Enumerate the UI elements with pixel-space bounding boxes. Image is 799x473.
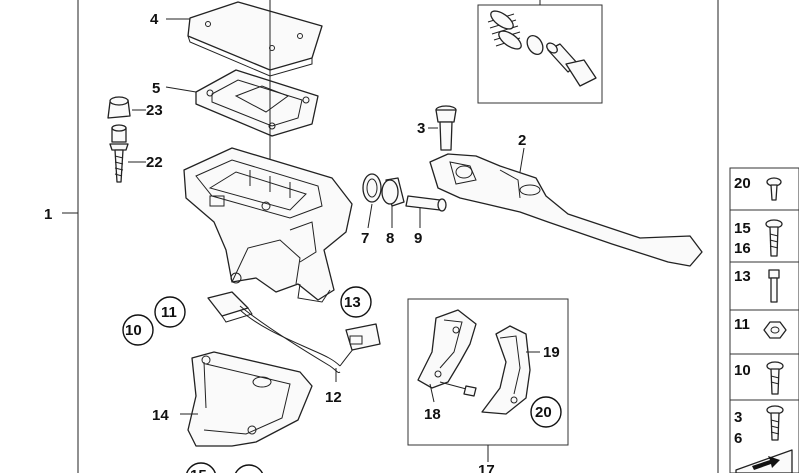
callout-circle-15 bbox=[186, 462, 216, 473]
guard-part bbox=[417, 309, 477, 389]
label-20: 20 bbox=[535, 404, 552, 421]
gasket-part bbox=[165, 69, 319, 137]
spring-icon bbox=[487, 10, 522, 50]
bushing-part bbox=[381, 177, 405, 228]
bleed-screw-part bbox=[109, 124, 146, 183]
screw-icon bbox=[766, 177, 782, 201]
guard-kit-inset bbox=[407, 298, 569, 462]
bolt-icon bbox=[768, 269, 780, 303]
label-18: 18 bbox=[424, 406, 441, 423]
brake-light-switch-part bbox=[207, 291, 381, 382]
label-1: 1 bbox=[44, 206, 52, 223]
lower-cover-part bbox=[180, 351, 313, 447]
brake-lever-part bbox=[429, 147, 703, 267]
screw-36-icon bbox=[766, 405, 784, 441]
callout-circle-extra bbox=[234, 464, 264, 473]
long-screw-icon bbox=[765, 219, 783, 257]
callout-circle-20 bbox=[530, 396, 562, 428]
label-12: 12 bbox=[325, 389, 342, 406]
nut-icon bbox=[763, 321, 787, 339]
screw-10-icon bbox=[766, 361, 784, 395]
legend-label-13: 13 bbox=[734, 268, 751, 285]
legend-label-3: 3 bbox=[734, 409, 742, 426]
legend-label-16: 16 bbox=[734, 240, 751, 257]
cap-part bbox=[107, 96, 146, 119]
pivot-bolt-part bbox=[428, 105, 457, 151]
label-8: 8 bbox=[386, 230, 394, 247]
label-13: 13 bbox=[344, 294, 361, 311]
label-17: 17 bbox=[478, 462, 495, 473]
label-11: 11 bbox=[161, 304, 177, 321]
label-2: 2 bbox=[518, 132, 526, 149]
label-15: 15 bbox=[190, 467, 207, 473]
protector-part bbox=[481, 325, 531, 415]
spring-kit-inset bbox=[477, 0, 603, 104]
callout-circle-13 bbox=[340, 286, 372, 318]
label-7: 7 bbox=[361, 230, 369, 247]
fastener-legend bbox=[729, 167, 799, 473]
label-10: 10 bbox=[125, 322, 142, 339]
assembly-bracket bbox=[62, 0, 79, 473]
master-cylinder-body bbox=[183, 147, 353, 303]
legend-label-10: 10 bbox=[734, 362, 751, 379]
arrow-logo-icon bbox=[735, 449, 793, 473]
label-14: 14 bbox=[152, 407, 169, 424]
pin-part bbox=[405, 195, 447, 228]
label-22: 22 bbox=[146, 154, 163, 171]
cover-part bbox=[166, 1, 323, 77]
o-ring-part bbox=[362, 173, 382, 229]
label-4: 4 bbox=[150, 11, 159, 28]
callout-circle-11 bbox=[154, 296, 186, 328]
legend-label-20: 20 bbox=[734, 175, 751, 192]
label-23: 23 bbox=[146, 102, 163, 119]
label-5: 5 bbox=[152, 80, 160, 97]
callout-circle-10 bbox=[122, 314, 154, 346]
ring-icon bbox=[526, 35, 544, 55]
piston-icon bbox=[546, 42, 597, 87]
label-9: 9 bbox=[414, 230, 422, 247]
label-3: 3 bbox=[417, 120, 425, 137]
legend-label-6: 6 bbox=[734, 430, 742, 447]
legend-label-11: 11 bbox=[734, 316, 750, 333]
legend-label-15: 15 bbox=[734, 220, 751, 237]
label-19: 19 bbox=[543, 344, 560, 361]
